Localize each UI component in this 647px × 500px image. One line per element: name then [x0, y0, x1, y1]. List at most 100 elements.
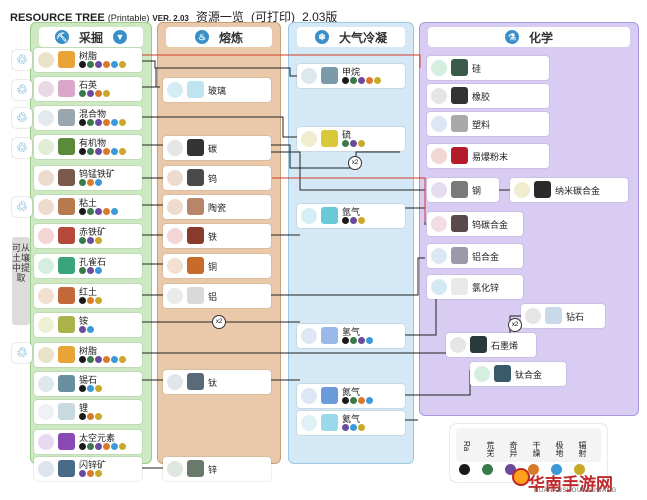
chem-card[interactable]: 易爆粉末	[427, 144, 549, 168]
watermark-text: 华南手游网	[528, 475, 613, 494]
planet-dots	[79, 267, 102, 274]
planet-icon	[38, 228, 54, 244]
resource-card[interactable]: 粘土	[34, 195, 142, 219]
planet-dots	[79, 208, 118, 215]
column-header-smelting: ♨ 熔炼	[166, 27, 272, 47]
chem-card[interactable]: 铝合金	[427, 244, 523, 268]
resource-label: 钢	[472, 186, 482, 196]
resource-card[interactable]: 树脂	[34, 343, 142, 367]
resource-card[interactable]: 太空元素	[34, 430, 142, 454]
smelt-card[interactable]: 钛	[163, 370, 271, 394]
smelt-card[interactable]: 铝	[163, 284, 271, 308]
smelt-card[interactable]: 铜	[163, 254, 271, 278]
chem-card[interactable]: 钨碳合金	[427, 212, 523, 236]
resource-card[interactable]: 红土	[34, 284, 142, 308]
gas-card[interactable]: 氩气	[297, 204, 405, 228]
resource-label: 赤铁矿	[79, 227, 107, 237]
resource-icon	[187, 139, 204, 156]
planet-dots	[342, 397, 373, 404]
resource-label: 硫	[342, 130, 352, 140]
line-nitrogen-titanium	[405, 370, 471, 396]
recycle-icon[interactable]: ♲	[12, 138, 32, 158]
resource-label: 塑料	[472, 120, 491, 130]
resource-icon	[321, 207, 338, 224]
multiplier-badge: x2	[508, 318, 522, 332]
resource-card[interactable]: 赤铁矿	[34, 224, 142, 248]
chem-card[interactable]: 钻石	[521, 304, 605, 328]
column-title: 熔炼	[218, 30, 243, 45]
resource-card[interactable]: 有机物	[34, 135, 142, 159]
gas-icon	[301, 328, 317, 344]
resource-card[interactable]: 闪锌矿	[34, 457, 142, 481]
resource-card[interactable]: 钨锰铁矿	[34, 166, 142, 190]
planet-icon	[38, 139, 54, 155]
line-aluminum-alloy	[270, 257, 425, 296]
gas-card[interactable]: 氮气	[297, 384, 405, 408]
chem-card[interactable]: 钢	[427, 178, 499, 202]
resource-card[interactable]: 铵	[34, 313, 142, 337]
line-carbon-steel	[270, 151, 425, 191]
chem-card[interactable]: 氯化锌	[427, 275, 523, 299]
version-label: VER. 2.03	[152, 14, 189, 23]
resource-label: 氢气	[342, 327, 361, 337]
resource-card[interactable]: 锡石	[34, 372, 142, 396]
recycle-icon[interactable]: ♲	[12, 197, 32, 217]
resource-icon	[321, 130, 338, 147]
chem-card[interactable]: 纳米碳合金	[510, 178, 628, 202]
smelt-card[interactable]: 陶瓷	[163, 195, 271, 219]
resource-card[interactable]: 混合物	[34, 106, 142, 130]
resource-label: 树脂	[79, 346, 98, 356]
resource-card[interactable]: 孔雀石	[34, 254, 142, 278]
resource-icon	[187, 257, 204, 274]
resource-card[interactable]: 石英	[34, 77, 142, 101]
planet-icon	[38, 52, 54, 68]
grid-icon	[431, 116, 447, 132]
resource-icon	[494, 365, 511, 382]
smelt-card[interactable]: 玻璃	[163, 78, 271, 102]
planet-dots	[79, 297, 102, 304]
watermark-subtext: HUANANSHOUYOUWANG	[534, 488, 617, 494]
smelt-card[interactable]: 锌	[163, 457, 271, 481]
chem-card[interactable]: 橡胶	[427, 84, 549, 108]
resource-label: 钛合金	[515, 370, 543, 380]
planet-dots	[79, 356, 126, 363]
chem-card[interactable]: 石墨烯	[446, 333, 536, 357]
smelt-card[interactable]: 铁	[163, 224, 271, 248]
gas-card[interactable]: 硫	[297, 127, 405, 151]
planet-icon	[38, 317, 54, 333]
resource-card[interactable]: 锂	[34, 400, 142, 424]
planet-icon	[38, 258, 54, 274]
cluster-icon	[525, 308, 541, 324]
chem-card[interactable]: 硅	[427, 56, 549, 80]
recycle-icon	[474, 366, 490, 382]
gas-card[interactable]: 氦气	[297, 411, 405, 435]
recycle-icon[interactable]: ♲	[12, 80, 32, 100]
resource-label: 铜	[208, 262, 218, 272]
resource-label: 石英	[79, 80, 98, 90]
resource-label: 钛	[208, 378, 218, 388]
resource-icon	[58, 433, 75, 450]
recycle-icon[interactable]: ♲	[12, 50, 32, 70]
planet-dots	[79, 443, 126, 450]
resource-label: 孔雀石	[79, 257, 107, 267]
gas-card[interactable]: 甲烷	[297, 64, 405, 88]
gas-icon	[301, 415, 317, 431]
recycle-icon[interactable]: ♲	[12, 343, 32, 363]
resource-icon	[470, 336, 487, 353]
gas-card[interactable]: 氢气	[297, 324, 405, 348]
resource-card[interactable]: 树脂	[34, 48, 142, 72]
column-title: 大气冷凝	[338, 30, 387, 45]
recycle-icon[interactable]: ♲	[12, 108, 32, 128]
resource-icon	[58, 316, 75, 333]
resource-icon	[451, 181, 468, 198]
chem-card[interactable]: 钛合金	[470, 362, 566, 386]
resource-icon	[187, 287, 204, 304]
resource-icon	[58, 403, 75, 420]
chem-card[interactable]: 塑料	[427, 112, 549, 136]
smelt-card[interactable]: 钨	[163, 166, 271, 190]
planet-icon	[38, 110, 54, 126]
line-argon-tungstencarbide	[405, 207, 426, 225]
version-cn: 2.03版	[302, 10, 338, 24]
resource-label: 锂	[79, 403, 89, 413]
smelt-card[interactable]: 碳	[163, 136, 271, 160]
